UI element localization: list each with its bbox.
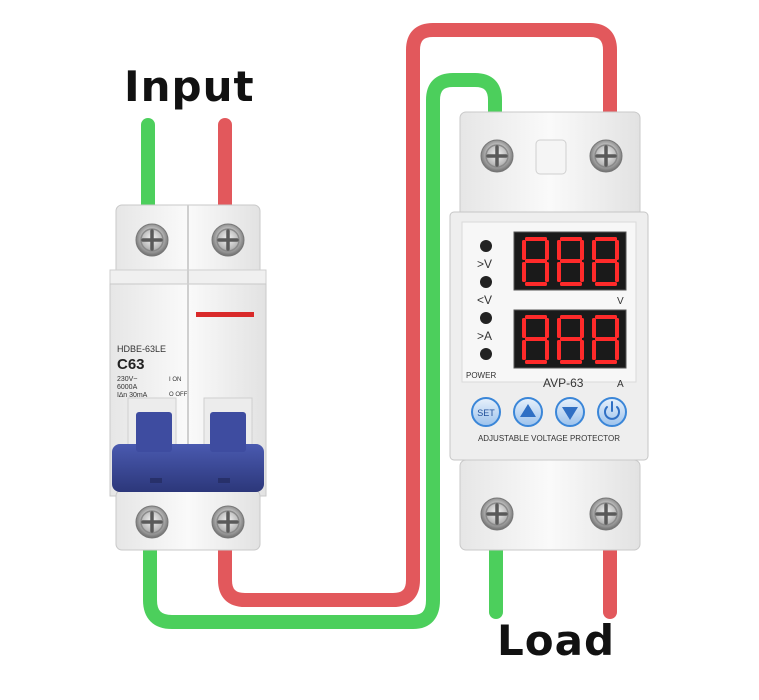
load-label: Load [497, 616, 616, 665]
screw-icon [134, 222, 170, 258]
input-label: Input [124, 62, 255, 111]
set-button[interactable]: SET [471, 397, 501, 427]
power-button[interactable] [597, 397, 627, 427]
display-digit [592, 315, 619, 364]
voltage-protector: >V <V >A POWER V AVP-63 A SET [449, 111, 649, 551]
wires [141, 23, 617, 629]
current-display [513, 309, 627, 369]
triangle-up-icon [520, 404, 536, 417]
screw-icon [479, 138, 515, 174]
breaker-on-label: I ON [169, 377, 181, 383]
screw-icon [210, 504, 246, 540]
indicator-leds [480, 240, 492, 360]
breaker-spec-voltage: 230V~ [117, 376, 137, 383]
set-button-label: SET [477, 408, 495, 418]
indicator-under-voltage: <V [477, 293, 492, 307]
voltage-display [513, 231, 627, 291]
circuit-breaker: HDBE-63LE C63 230V~ 6000A I∆n 30mA I ON … [109, 204, 267, 551]
screw-icon [210, 222, 246, 258]
power-icon [604, 401, 620, 420]
up-button[interactable] [513, 397, 543, 427]
display-digit [522, 315, 549, 364]
power-label: POWER [466, 371, 496, 380]
indicator-over-voltage: >V [477, 257, 492, 271]
display-digit [592, 237, 619, 286]
breaker-spec-current: 6000A [117, 384, 138, 391]
display-digit [557, 315, 584, 364]
breaker-handle[interactable] [112, 412, 264, 492]
down-button[interactable] [555, 397, 585, 427]
protector-model: AVP-63 [543, 376, 584, 390]
breaker-model: HDBE-63LE [117, 344, 166, 354]
screw-icon [479, 496, 515, 532]
breaker-spec-residual: I∆n 30mA [117, 392, 148, 399]
screw-icon [134, 504, 170, 540]
voltage-unit: V [617, 296, 624, 307]
screw-icon [588, 496, 624, 532]
neutral-link-wire [143, 73, 502, 629]
protector-footer: ADJUSTABLE VOLTAGE PROTECTOR [478, 434, 620, 443]
live-link-wire [218, 23, 617, 607]
triangle-down-icon [562, 407, 578, 420]
indicator-over-current: >A [477, 329, 492, 343]
display-digit [522, 237, 549, 286]
screw-icon [588, 138, 624, 174]
breaker-rating: C63 [117, 356, 145, 373]
display-digit [557, 237, 584, 286]
breaker-off-label: O OFF [169, 392, 188, 398]
current-unit: A [617, 379, 624, 390]
